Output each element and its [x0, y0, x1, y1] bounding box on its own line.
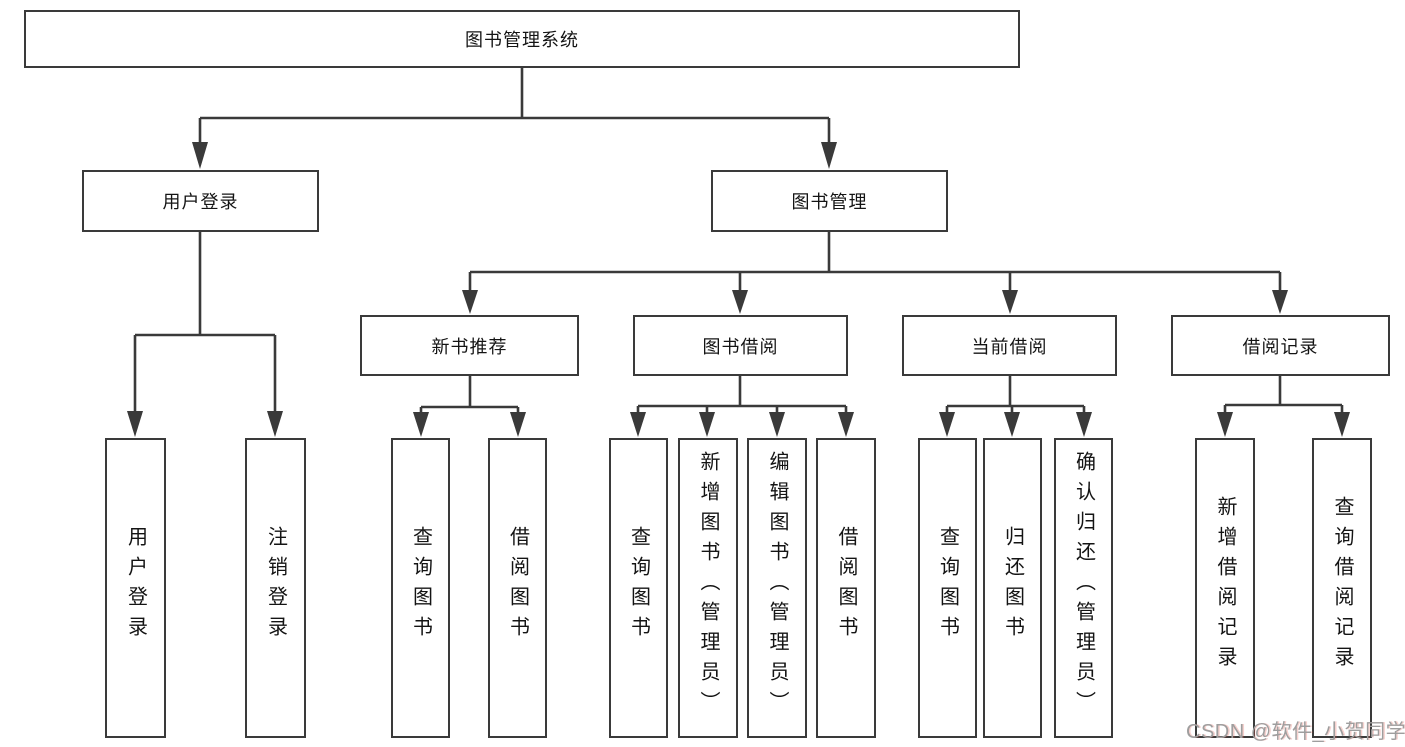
leaf-add-books-admin: 新增图书（管理员）	[678, 438, 738, 738]
node-label: 新书推荐	[431, 336, 508, 357]
leaf-user-login: 用户登录	[105, 438, 166, 738]
leaf-label: 归还图书	[1001, 526, 1024, 646]
leaf-label: 查询图书	[409, 526, 432, 646]
node-label: 当前借阅	[971, 336, 1048, 357]
leaf-label: 注销登录	[264, 526, 287, 646]
node-book-borrow: 图书借阅	[633, 315, 848, 376]
node-user-login: 用户登录	[82, 170, 319, 232]
leaf-borrow-books: 借阅图书	[816, 438, 876, 738]
node-label: 用户登录	[162, 192, 239, 212]
leaf-query-books-recommend: 查询图书	[391, 438, 450, 738]
leaf-label: 新增借阅记录	[1214, 496, 1236, 676]
leaf-label: 借阅图书	[506, 526, 529, 646]
leaf-label: 确认归还（管理员）	[1072, 451, 1095, 721]
leaf-query-books-borrow: 查询图书	[609, 438, 668, 738]
leaf-return-books: 归还图书	[983, 438, 1042, 738]
arrowhead-icons	[127, 142, 1350, 437]
leaf-borrow-books-recommend: 借阅图书	[488, 438, 547, 738]
leaf-label: 用户登录	[124, 526, 147, 646]
csdn-watermark: CSDN @软件_小贺同学	[1186, 721, 1405, 743]
node-label: 图书借阅	[702, 336, 779, 357]
leaf-edit-books-admin: 编辑图书（管理员）	[747, 438, 807, 738]
leaf-query-books-current: 查询图书	[918, 438, 977, 738]
node-book-management: 图书管理	[711, 170, 948, 232]
node-borrow-record: 借阅记录	[1171, 315, 1390, 376]
node-root-library-system: 图书管理系统	[24, 10, 1020, 68]
leaf-add-borrow-record: 新增借阅记录	[1195, 438, 1255, 738]
node-new-book-recommend: 新书推荐	[360, 315, 579, 376]
node-label: 图书管理系统	[465, 30, 579, 50]
leaf-label: 查询图书	[936, 526, 959, 646]
node-label: 借阅记录	[1242, 336, 1319, 357]
node-current-borrow: 当前借阅	[902, 315, 1117, 376]
leaf-label: 借阅图书	[835, 526, 857, 646]
leaf-logout: 注销登录	[245, 438, 306, 738]
leaf-label: 编辑图书（管理员）	[766, 451, 788, 721]
leaf-label: 查询借阅记录	[1331, 496, 1353, 676]
node-label: 图书管理	[791, 192, 868, 212]
leaf-label: 新增图书（管理员）	[697, 451, 719, 721]
leaf-confirm-return-admin: 确认归还（管理员）	[1054, 438, 1113, 738]
leaf-query-borrow-record: 查询借阅记录	[1312, 438, 1372, 738]
leaf-label: 查询图书	[627, 526, 650, 646]
